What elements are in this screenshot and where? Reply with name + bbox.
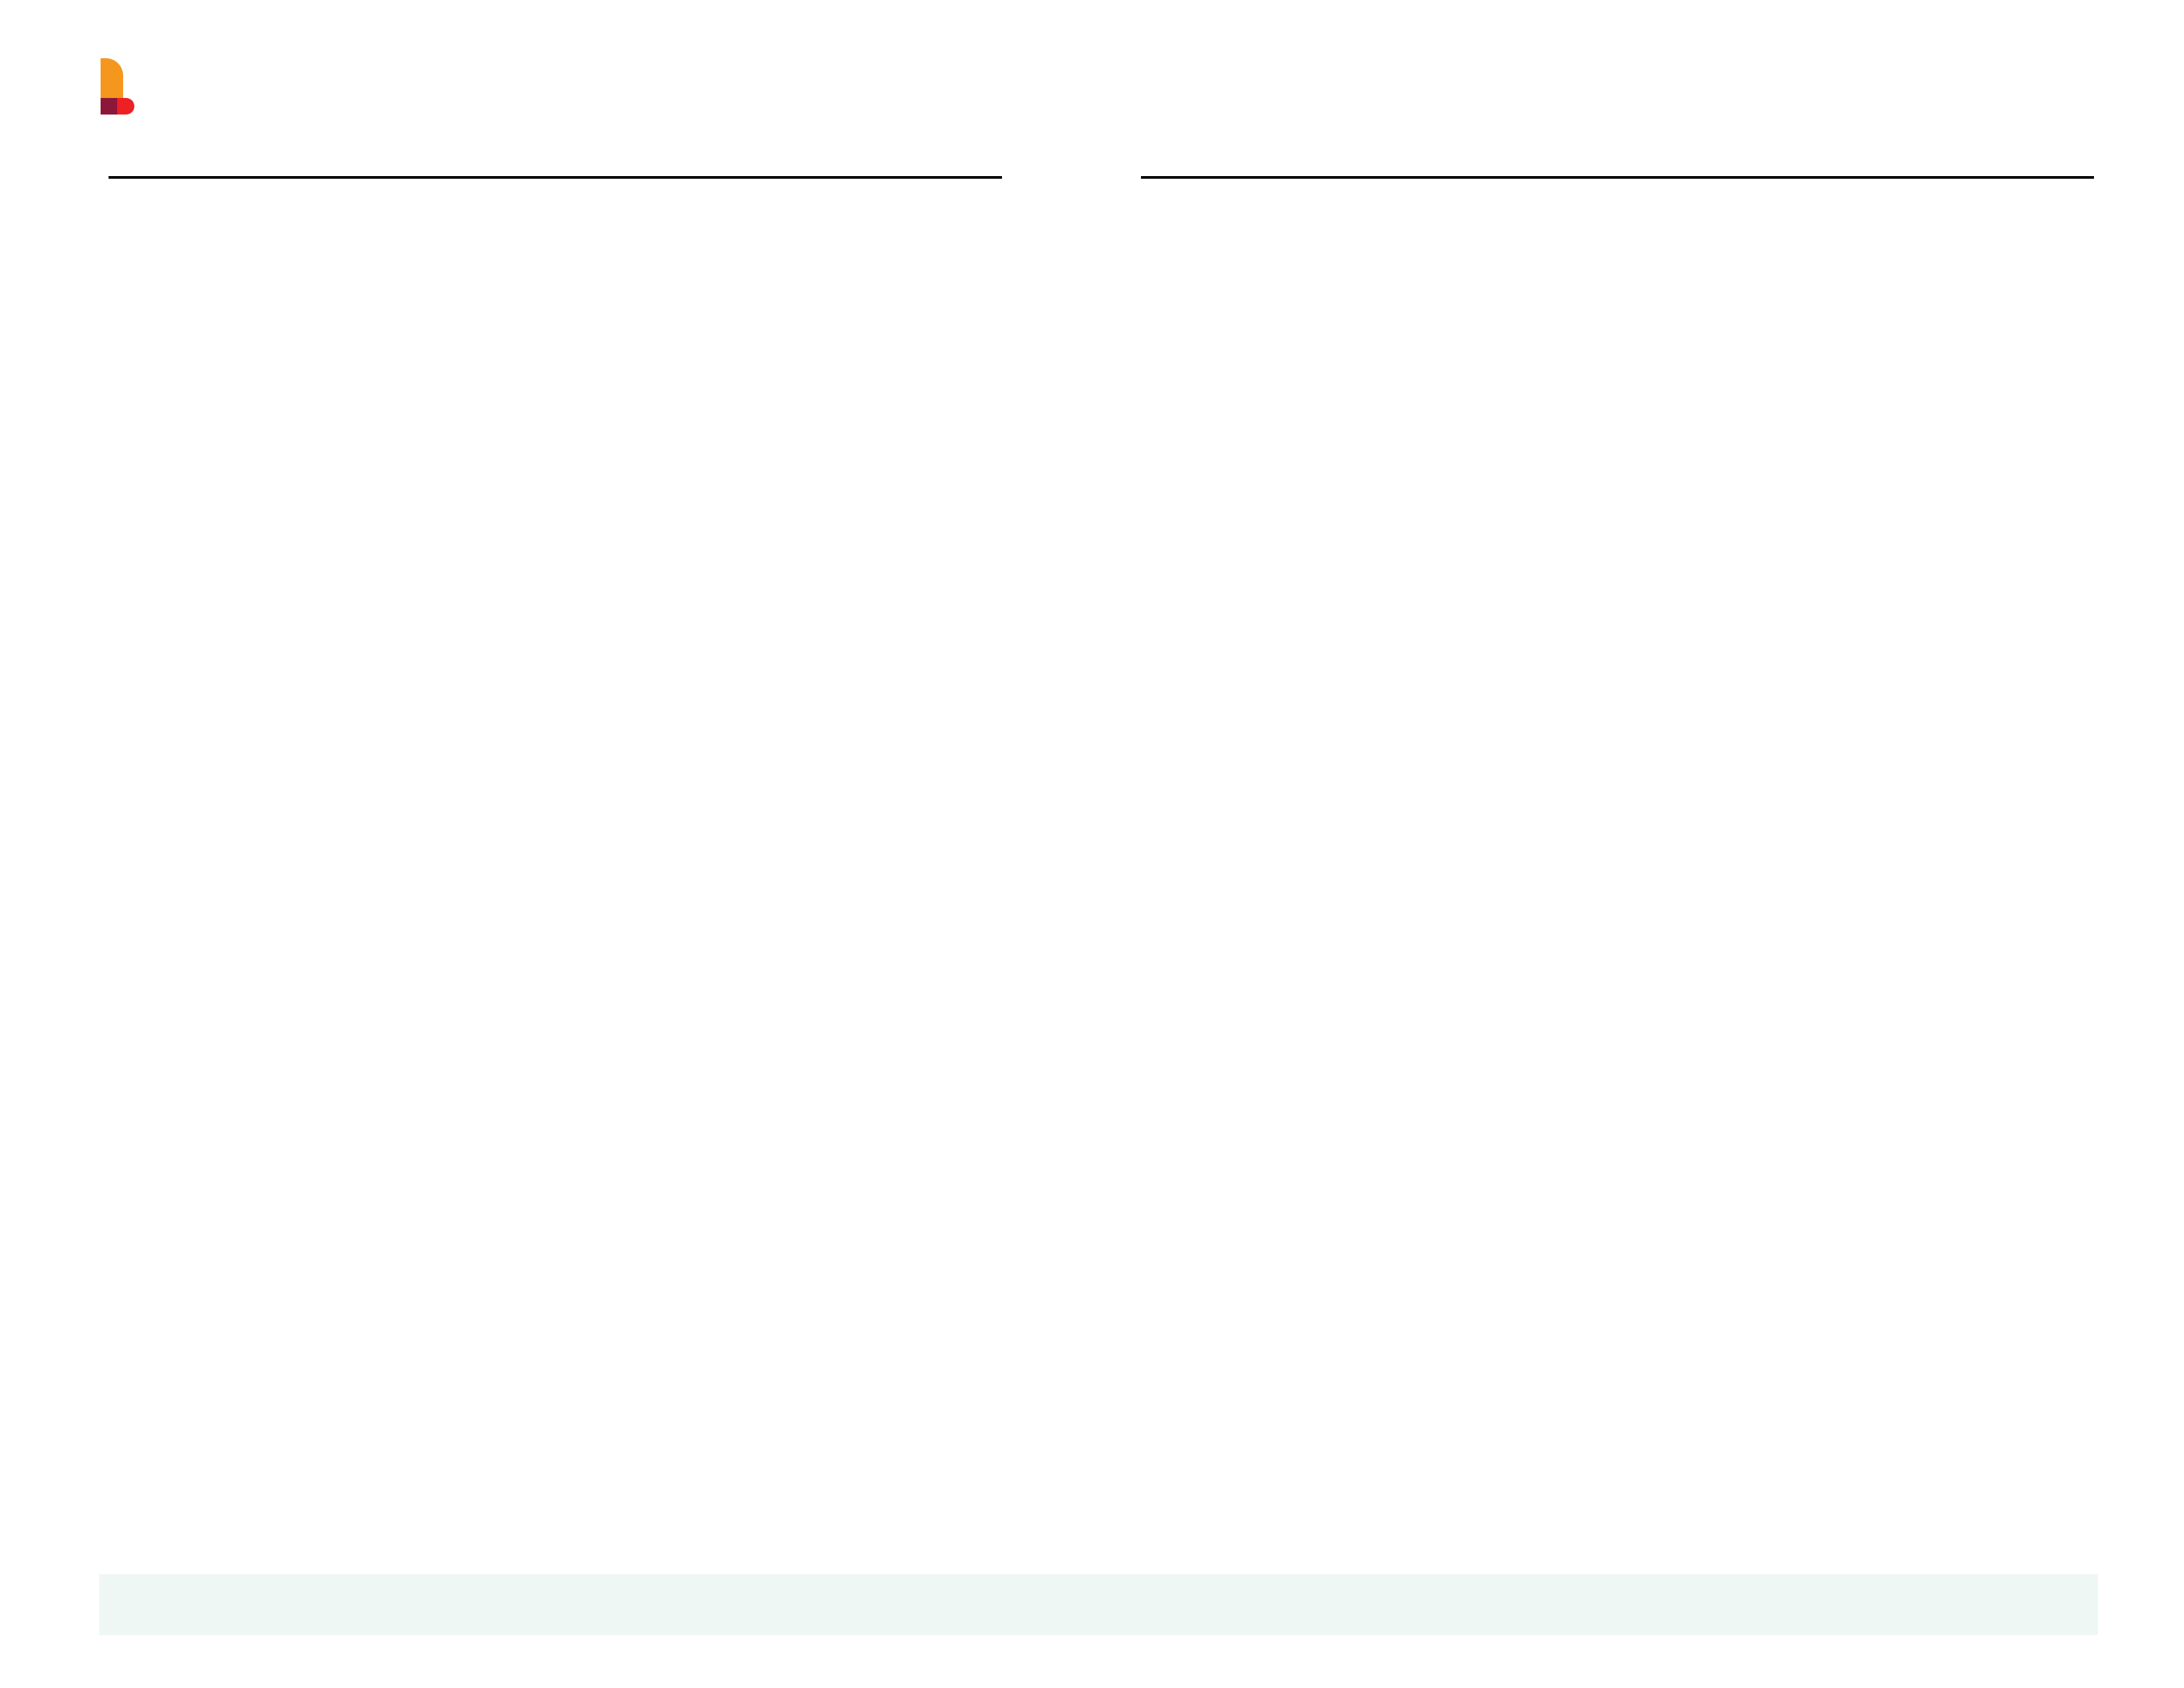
words-to-know-bar [99, 1574, 2098, 1635]
story-input[interactable] [1141, 151, 2094, 179]
name-field-group [99, 151, 1002, 179]
story-field-group [1132, 151, 2094, 179]
scholastic-literacy-logo [101, 34, 379, 115]
logo-l-foot-maroon-shape [101, 98, 117, 115]
name-input[interactable] [109, 151, 1002, 179]
student-info-row [99, 151, 2098, 189]
logo-l-foot-red-shape [117, 98, 134, 115]
